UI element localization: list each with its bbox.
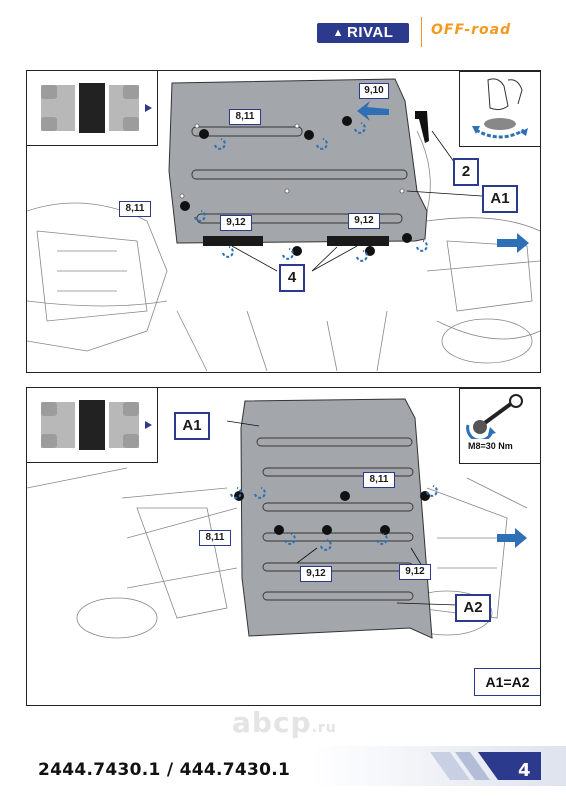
direction-arrow	[497, 233, 529, 253]
part-numbers: 2444.7430.1 / 444.7430.1	[38, 760, 291, 780]
callout-8-11-left: 8,11	[119, 201, 151, 217]
callout-9-10: 9,10	[359, 83, 389, 99]
callout-a2: A2	[455, 594, 491, 622]
callout-8-11-right: 8,11	[363, 472, 395, 488]
callout-2: 2	[453, 158, 479, 186]
watermark-text: abcp	[232, 706, 312, 739]
callout-a1-bottom: A1	[174, 412, 210, 440]
insert-arrow	[357, 101, 389, 121]
hand-install-inset	[459, 71, 540, 147]
watermark: abcp.ru	[232, 706, 337, 739]
wrench-icon	[466, 394, 523, 442]
vehicle-thumbnail	[27, 71, 158, 146]
bottom-diagram	[27, 398, 528, 639]
callout-9-12-mid: 9,12	[300, 566, 332, 582]
installation-step-top: 9,10 8,11 8,11 9,12 9,12 2 A1 4	[26, 70, 541, 373]
direction-arrow-bottom	[497, 528, 527, 548]
equivalence-note: A1=A2	[474, 668, 540, 696]
offroad-logo: OFF-road	[431, 22, 512, 38]
callout-9-12-left: 9,12	[220, 215, 252, 231]
rival-logo: ▲ RIVAL	[317, 23, 409, 43]
callout-8-11-left-bottom: 8,11	[199, 530, 231, 546]
callout-8-11: 8,11	[229, 109, 261, 125]
torque-spec: M8=30 Nm	[468, 441, 513, 451]
torque-inset: M8=30 Nm	[459, 388, 540, 464]
brand-name: RIVAL	[347, 24, 394, 41]
vehicle-thumbnail-bottom	[27, 388, 158, 463]
callout-9-12-right: 9,12	[348, 213, 380, 229]
callout-a1: A1	[482, 185, 518, 213]
skid-plate-a1	[168, 78, 428, 244]
hand-tool-icon	[472, 78, 528, 139]
skid-plate-a2	[240, 398, 433, 639]
callout-4: 4	[279, 264, 305, 292]
callout-9-12-right-bottom: 9,12	[399, 564, 431, 580]
watermark-suffix: .ru	[311, 720, 337, 736]
logo-divider	[421, 17, 422, 47]
installation-step-bottom: M8=30 Nm A1 8,11 8,11 9,12 9,12 A2 A1=A2	[26, 387, 541, 706]
footer-band	[0, 746, 566, 786]
logo-emblem-icon: ▲	[332, 27, 344, 39]
page-number: 4	[518, 760, 531, 781]
